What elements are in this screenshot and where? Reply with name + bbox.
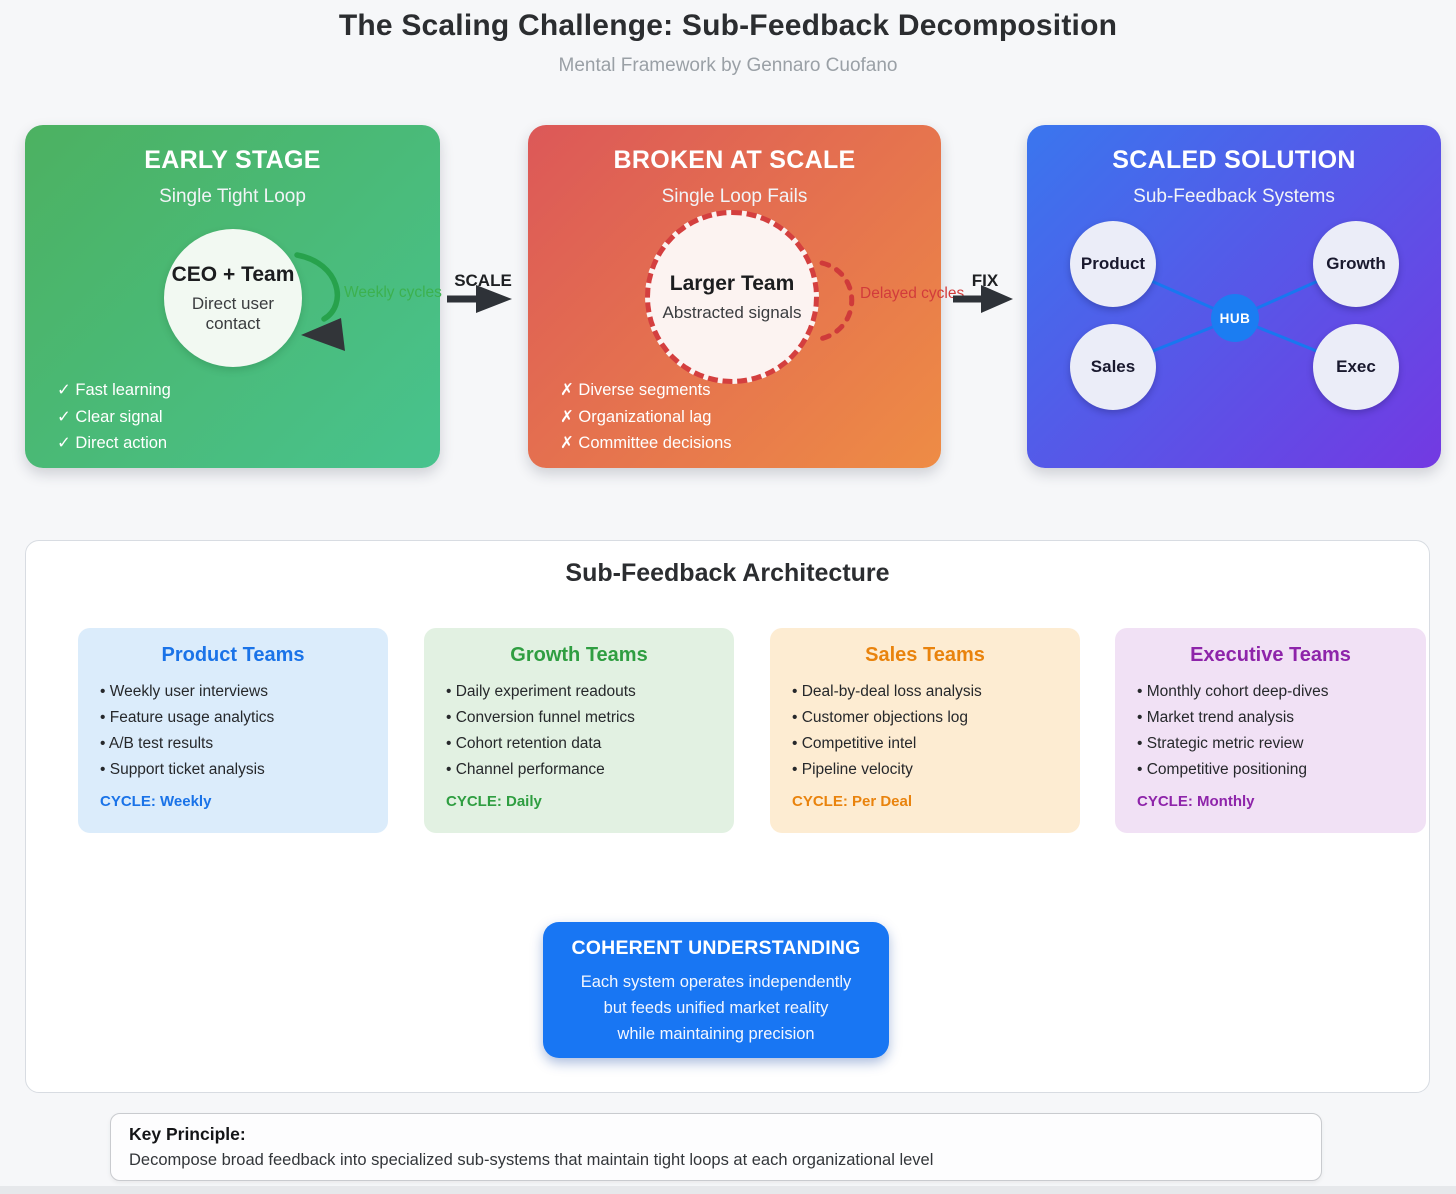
list-item: • Pipeline velocity (792, 761, 913, 778)
list-item: ✓ Fast learning (57, 381, 171, 399)
early-stage-checklist: ✓ Fast learning ✓ Clear signal ✓ Direct ac… (57, 377, 171, 457)
early-stage-subtitle: Single Tight Loop (159, 186, 306, 207)
weekly-loop-arc-icon (294, 252, 345, 351)
broken-at-scale-card: BROKEN AT SCALE Single Loop Fails Larger… (528, 125, 941, 468)
larger-team-node-title: Larger Team (669, 271, 795, 295)
scale-arrow-label: SCALE (454, 271, 512, 290)
broken-stage-title: BROKEN AT SCALE (613, 146, 856, 174)
list-item: ✗ Organizational lag (560, 407, 712, 426)
list-item: • Feature usage analytics (100, 709, 275, 726)
team-card-sales: Sales Teams • Deal-by-deal loss analysis… (770, 628, 1080, 833)
outcome-line: but feeds unified market reality (603, 999, 829, 1017)
team-card-executive: Executive Teams • Monthly cohort deep-di… (1115, 628, 1426, 833)
list-item: • Monthly cohort deep-dives (1137, 683, 1329, 700)
larger-team-node-subtitle: Abstracted signals (662, 302, 802, 322)
broken-stage-list: ✗ Diverse segments ✗ Organizational lag ✗ … (560, 377, 732, 457)
scaled-solution-card: SCALED SOLUTION Sub-Feedback Systems Pro… (1027, 125, 1441, 468)
list-item: • Conversion funnel metrics (446, 709, 635, 726)
sales-node-label: Sales (1090, 357, 1136, 376)
ceo-team-node-title: CEO + Team (171, 262, 295, 286)
list-item: • Competitive positioning (1137, 761, 1307, 778)
sales-cycle-badge: CYCLE: Per Deal (792, 793, 913, 810)
exec-node-label: Exec (1336, 357, 1376, 376)
page-title: The Scaling Challenge: Sub-Feedback Deco… (338, 9, 1118, 42)
hub-node: HUB (1211, 294, 1259, 342)
outcome-line: while maintaining precision (617, 1025, 815, 1043)
list-item: • Cohort retention data (446, 735, 602, 752)
key-principle-box: Key Principle: Decompose broad feedback … (110, 1113, 1322, 1181)
broken-stage-subtitle: Single Loop Fails (661, 186, 808, 207)
early-stage-title: EARLY STAGE (144, 146, 321, 174)
sub-feedback-architecture-panel: Sub-Feedback Architecture Product Teams … (25, 540, 1430, 1093)
scaled-stage-title: SCALED SOLUTION (1112, 146, 1356, 174)
executive-teams-title: Executive Teams (1190, 644, 1351, 666)
list-item: • Strategic metric review (1137, 735, 1304, 752)
executive-teams-list: • Monthly cohort deep-dives • Market tren… (1137, 679, 1329, 783)
coherent-understanding-text: Each system operates independently but f… (543, 969, 889, 1047)
list-item: • Daily experiment readouts (446, 683, 636, 700)
list-item: • A/B test results (100, 735, 214, 752)
outcome-line: Each system operates independently (580, 973, 852, 991)
weekly-cycles-label: Weekly cycles (344, 284, 442, 301)
sales-teams-list: • Deal-by-deal loss analysis • Customer o… (792, 679, 982, 783)
list-item: • Channel performance (446, 761, 605, 778)
page-bottom-edge (0, 1186, 1456, 1194)
delayed-cycles-label: Delayed cycles (860, 285, 965, 302)
sales-teams-title: Sales Teams (865, 644, 985, 666)
scaled-stage-subtitle: Sub-Feedback Systems (1133, 186, 1335, 207)
product-teams-title: Product Teams (161, 644, 305, 666)
team-card-growth: Growth Teams • Daily experiment readouts… (424, 628, 734, 833)
product-teams-list: • Weekly user interviews • Feature usage … (100, 679, 274, 783)
delayed-loop-arc-icon (817, 260, 855, 342)
list-item: • Deal-by-deal loss analysis (792, 683, 982, 700)
exec-node: Exec (1313, 324, 1399, 410)
list-item: • Market trend analysis (1137, 709, 1295, 726)
growth-node-label: Growth (1326, 254, 1386, 273)
list-item: • Weekly user interviews (100, 683, 268, 700)
product-node: Product (1070, 221, 1156, 307)
list-item: • Support ticket analysis (100, 761, 265, 778)
list-item: ✗ Diverse segments (560, 381, 711, 399)
product-cycle-badge: CYCLE: Weekly (100, 793, 212, 810)
growth-teams-list: • Daily experiment readouts • Conversion … (446, 679, 636, 783)
ceo-team-node-subtitle: Direct user contact (191, 293, 275, 333)
list-item: • Customer objections log (792, 709, 969, 726)
executive-cycle-badge: CYCLE: Monthly (1137, 793, 1255, 810)
coherent-understanding-title: COHERENT UNDERSTANDING (571, 937, 861, 959)
list-item: • Competitive intel (792, 735, 917, 752)
coherent-understanding-box: COHERENT UNDERSTANDING Each system opera… (543, 922, 889, 1058)
key-principle-label: Key Principle: (129, 1124, 246, 1144)
list-item: ✓ Clear signal (57, 407, 163, 426)
page-subtitle: Mental Framework by Gennaro Cuofano (558, 55, 898, 76)
fix-arrow-label: FIX (971, 271, 999, 290)
list-item: ✓ Direct action (57, 434, 168, 452)
growth-teams-title: Growth Teams (510, 644, 648, 666)
growth-cycle-badge: CYCLE: Daily (446, 793, 542, 810)
growth-node: Growth (1313, 221, 1399, 307)
architecture-title: Sub-Feedback Architecture (565, 559, 890, 587)
team-card-product: Product Teams • Weekly user interviews• … (78, 628, 388, 833)
larger-team-node: Larger Team Abstracted signals (645, 210, 819, 384)
list-item: ✗ Committee decisions (560, 434, 732, 452)
key-principle-text: Decompose broad feedback into specialize… (129, 1151, 934, 1169)
sales-node: Sales (1070, 324, 1156, 410)
ceo-team-node: CEO + Team Direct user contact (164, 229, 302, 367)
product-node-label: Product (1080, 254, 1146, 273)
early-stage-card: EARLY STAGE Single Tight Loop CEO + Team… (25, 125, 440, 468)
